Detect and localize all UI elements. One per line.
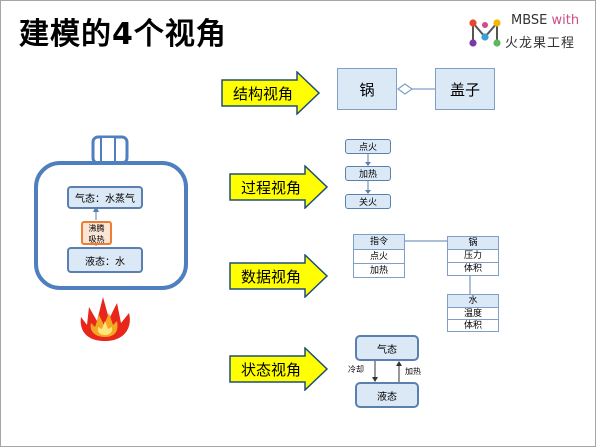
transition-box-boil: 沸腾 吸热 (81, 221, 112, 245)
class-water-attr: 温度 (448, 307, 498, 319)
class-command-item: 点火 (354, 249, 404, 263)
logo-text-prefix: MBSE (511, 13, 552, 28)
label-structure-view: 结构视角 (233, 85, 294, 103)
state-gas: 气态 (355, 335, 419, 361)
state-box-liquid: 液态：水 (67, 247, 143, 273)
label-data-view: 数据视角 (241, 268, 302, 286)
class-command: 指令 点火 加热 (353, 234, 405, 278)
transition-label-absorb: 吸热 (88, 235, 105, 244)
class-water-name: 水 (448, 295, 498, 307)
class-water-attr: 体积 (448, 319, 498, 331)
arrow-data (229, 254, 329, 298)
logo-dot (482, 22, 488, 28)
logo-text-mbse: MBSE with (511, 13, 579, 28)
transition-heat: 加热 (405, 367, 421, 376)
logo-dot (493, 19, 501, 27)
arrow-structure (221, 71, 321, 115)
data-connectors (405, 240, 447, 242)
aggregation-connector (397, 83, 437, 95)
label-state-view: 状态视角 (241, 361, 302, 379)
label-process-view: 过程视角 (241, 179, 302, 197)
class-water: 水 温度 体积 (447, 294, 499, 332)
arrow-process (229, 165, 329, 209)
transition-label-boil: 沸腾 (88, 224, 105, 233)
state-liquid: 液态 (355, 382, 419, 408)
process-step: 关火 (345, 194, 391, 209)
fire-icon (80, 297, 130, 341)
process-step: 加热 (345, 166, 391, 181)
block-pot: 锅 (337, 68, 397, 110)
class-command-item: 加热 (354, 263, 404, 277)
process-flow-arrows (365, 154, 371, 194)
page-title: 建模的4个视角 (19, 17, 227, 52)
class-pot: 锅 压力 体积 (447, 236, 499, 276)
logo-dot (469, 19, 477, 27)
class-pot-attr: 压力 (448, 249, 498, 262)
logo (467, 15, 595, 53)
arrow-state (229, 347, 329, 391)
logo-dot (469, 39, 477, 47)
logo-text-with: with (551, 13, 580, 28)
data-connector-pot-water (469, 276, 471, 296)
transition-cool: 冷却 (348, 365, 364, 374)
class-pot-attr: 体积 (448, 262, 498, 275)
logo-dot (493, 39, 501, 47)
state-transition-arrows (372, 361, 402, 382)
logo-text-company: 火龙果工程 (505, 36, 576, 51)
logo-icon (469, 19, 501, 47)
class-command-name: 指令 (354, 235, 404, 249)
block-lid: 盖子 (435, 68, 495, 110)
state-box-vapor: 气态：水蒸气 (67, 186, 143, 209)
class-pot-name: 锅 (448, 237, 498, 249)
logo-dot (481, 33, 489, 41)
process-step: 点火 (345, 139, 391, 154)
